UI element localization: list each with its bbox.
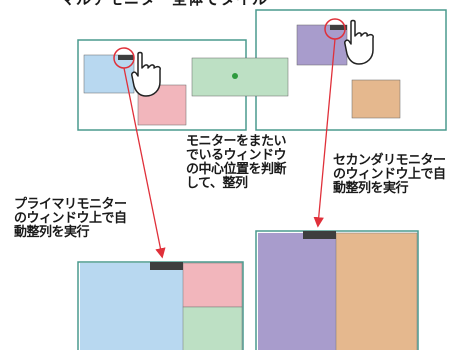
- top-window-purple: [296, 24, 348, 66]
- primary-note: プライマリモニター のウィンドウ上で自 動整列を実行: [14, 197, 127, 240]
- title-fragment: マルチモニター全体でタイル: [60, 0, 268, 9]
- center-position-dot: [232, 73, 238, 79]
- top-window-blue: [83, 54, 135, 94]
- bottom-window-green: [182, 306, 243, 350]
- bottom-window-purple: [258, 233, 336, 350]
- straddle-note: モニターをまたい でいるウィンドウ の中心位置を判断 して、整列: [186, 134, 287, 191]
- bottom-window-blue: [80, 263, 183, 350]
- bottom-primary-titlebar: [150, 262, 183, 270]
- hand-pointer-icon: [131, 51, 161, 97]
- bottom-window-pink: [182, 262, 243, 308]
- hand-pointer-icon: [344, 19, 374, 65]
- bottom-window-orange: [335, 232, 418, 350]
- secondary-note: セカンダリモニター のウィンドウ上で自 動整列を実行: [333, 153, 446, 196]
- arrow-to-primary-result: [123, 67, 166, 259]
- top-window-purple-titlebar: [330, 25, 347, 30]
- arrow-to-secondary-result: [313, 38, 336, 228]
- top-window-green: [191, 57, 289, 97]
- bottom-secondary-titlebar: [303, 231, 336, 239]
- top-window-blue-titlebar: [118, 55, 134, 60]
- top-window-orange: [351, 79, 401, 119]
